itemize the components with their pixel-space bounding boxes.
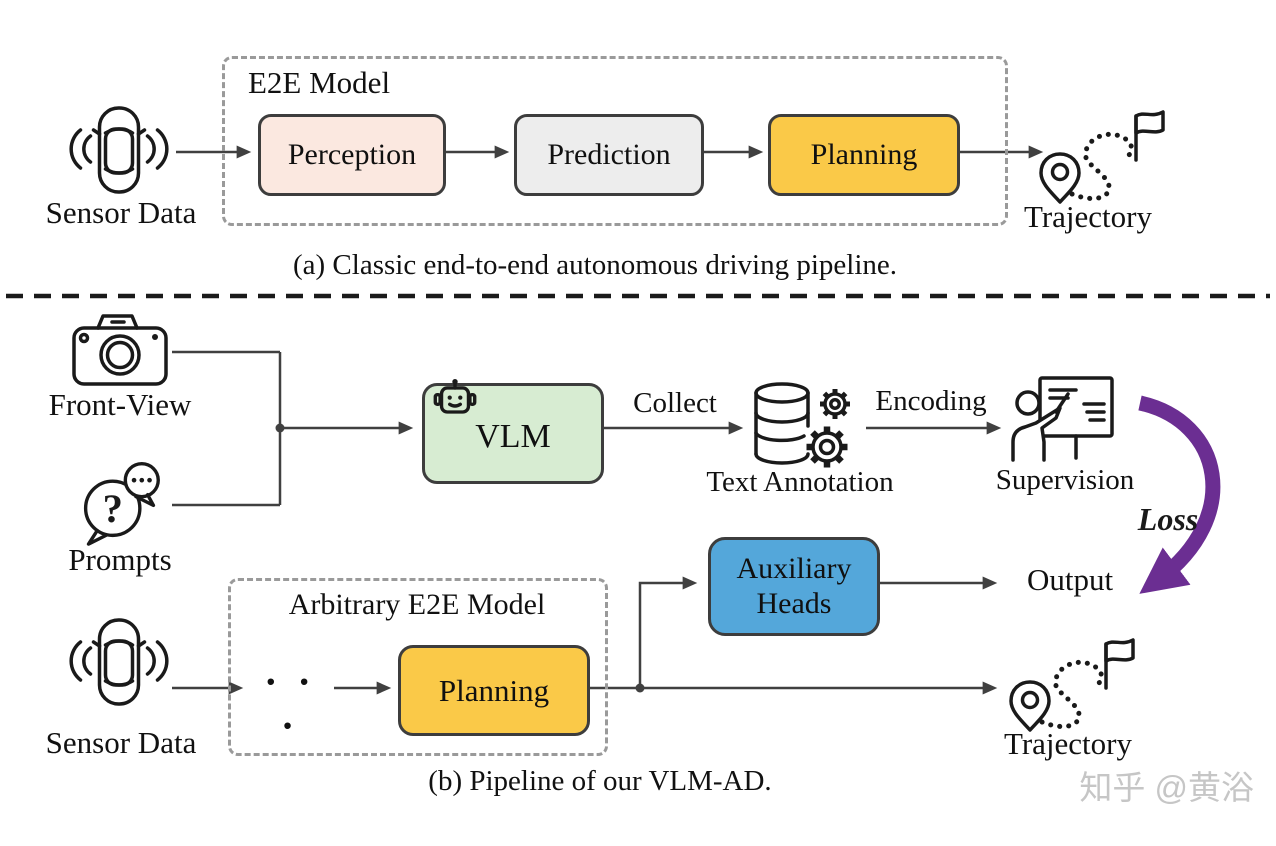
svg-text:?: ? [103,486,123,531]
prompts-icon: ? [83,462,160,546]
ellipsis-placeholder: · · · [264,659,316,748]
trajectory-label-b: Trajectory [1004,726,1132,761]
trajectory-icon-b [1009,638,1135,732]
planning-box-b: Planning [398,645,590,736]
gear-large-icon [806,426,848,468]
text-annotation-label: Text Annotation [706,466,894,498]
branch-to-auxiliary-heads [638,576,698,688]
sensor-data-label-b: Sensor Data [45,725,197,760]
planning-box-a: Planning [768,114,960,196]
loss-arrow-icon [1138,395,1221,594]
supervision-label: Supervision [995,464,1135,496]
loss-label: Loss [1137,501,1199,537]
output-label: Output [1026,562,1114,597]
robot-icon [433,379,477,414]
prediction-box: Prediction [514,114,704,196]
camera-icon [72,314,168,386]
watermark: 知乎 @黄浴 [1079,769,1254,806]
auxiliary-heads-line2: Heads [756,586,832,620]
caption-a: (a) Classic end-to-end autonomous drivin… [292,249,898,281]
car-sensor-icon-a [69,106,169,194]
collect-label: Collect [633,387,717,419]
encoding-label: Encoding [875,385,987,417]
merge-lines-frontview-prompts [172,350,282,507]
caption-b: (b) Pipeline of our VLM-AD. [428,765,772,797]
supervision-icon [1011,376,1114,462]
vlm-box: VLM [422,383,604,484]
text-annotation-icon [754,382,850,468]
e2e-model-dashed-box [222,56,1008,226]
e2e-model-label: E2E Model [248,65,391,100]
arbitrary-e2e-label: Arbitrary E2E Model [288,588,546,621]
perception-box: Perception [258,114,446,196]
prompts-label: Prompts [68,542,172,577]
arbitrary-e2e-dashed-box [228,578,608,756]
auxiliary-heads-line1: Auxiliary [736,552,852,585]
car-sensor-icon-b [69,618,169,706]
gear-small-icon [820,389,850,419]
auxiliary-heads-box: Auxiliary Heads [708,537,880,636]
junction-dot-planning [635,683,645,693]
sensor-data-label-a: Sensor Data [45,195,197,230]
trajectory-label-a: Trajectory [1024,199,1152,234]
front-view-label: Front-View [48,387,192,422]
trajectory-icon-a [1039,110,1165,204]
